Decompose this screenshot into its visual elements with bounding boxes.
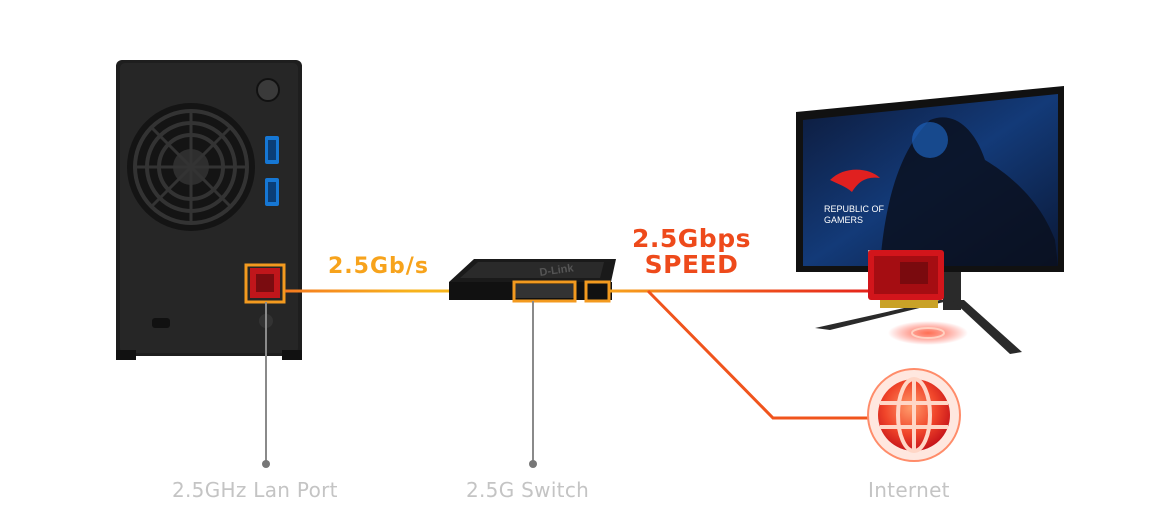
gaming-monitor-icon: REPUBLIC OF GAMERS <box>796 86 1064 354</box>
kensington-lock-icon <box>152 318 170 328</box>
monitor-logo-line2: GAMERS <box>824 215 863 225</box>
globe-icon <box>867 368 961 462</box>
speed-callout-line1: 2.5Gbps <box>632 224 751 253</box>
rog-logo-icon <box>830 169 880 192</box>
leader-line-lan-port <box>262 302 270 468</box>
switch-label: 2.5G Switch <box>466 478 590 502</box>
nas-port-label: 2.5GHz Lan Port <box>172 478 338 502</box>
logo-projection-glow <box>888 321 968 345</box>
leader-line-switch <box>529 301 537 468</box>
link-switch-to-internet <box>646 289 870 420</box>
fan-grille-icon <box>127 103 255 231</box>
link-speed-label: 2.5Gb/s <box>328 254 429 279</box>
internet-label: Internet <box>868 478 950 502</box>
network-switch-icon <box>449 259 616 303</box>
switch-brand-text: D-Link <box>539 262 575 279</box>
nas-device-icon <box>116 60 302 360</box>
lan-port-icon <box>250 268 280 298</box>
speed-callout-line2: SPEED <box>644 250 739 279</box>
speed-callout: 2.5Gbps SPEED <box>632 226 751 278</box>
monitor-logo-line1: REPUBLIC OF <box>824 204 885 214</box>
usb-port-icon <box>265 136 279 164</box>
network-card-icon <box>868 250 944 308</box>
usb-port-icon <box>265 178 279 206</box>
power-button-icon <box>256 78 280 102</box>
